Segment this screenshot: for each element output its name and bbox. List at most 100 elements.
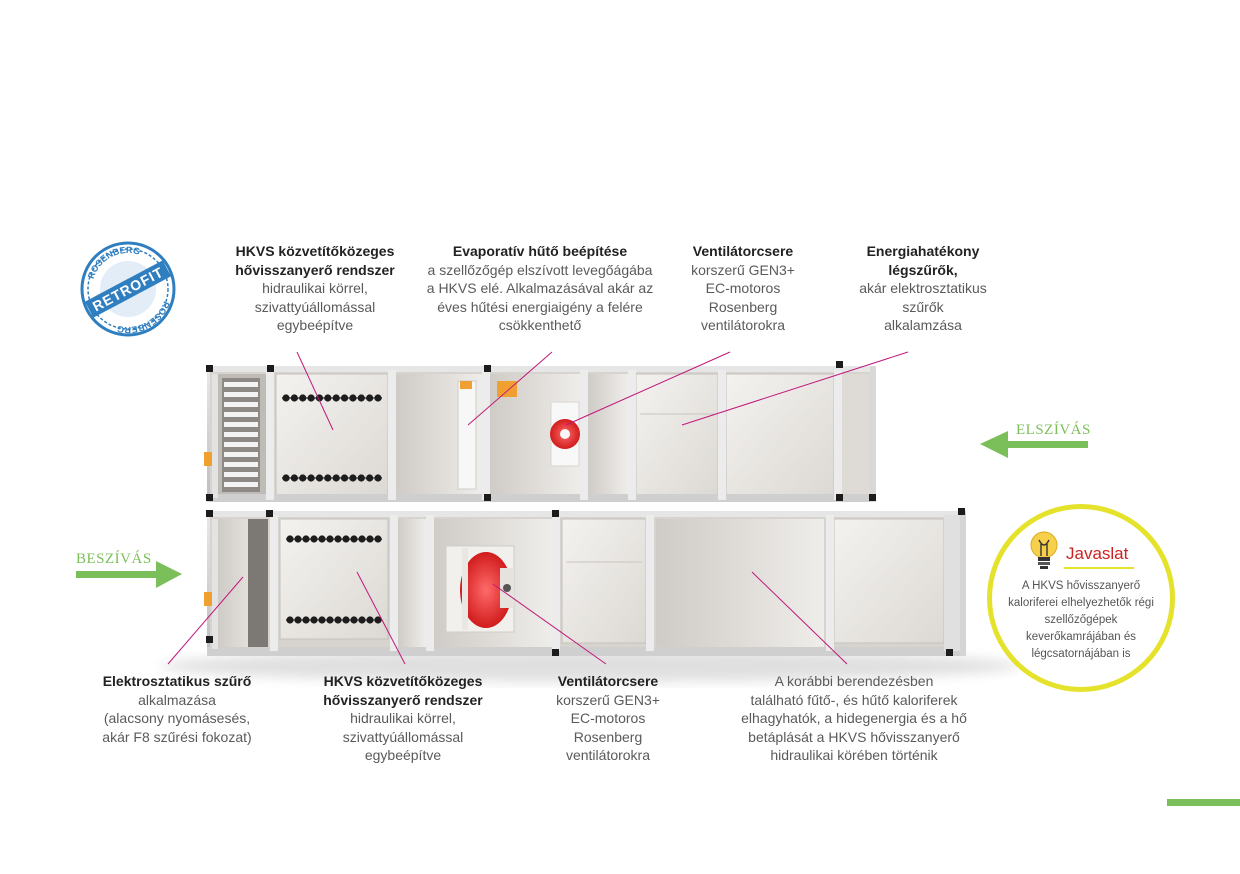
label-text-line: korszerű GEN3+	[556, 691, 660, 708]
label-text-line: alkalamzása	[884, 317, 962, 333]
coil-fitting	[286, 616, 294, 624]
upper-louver-section	[218, 374, 266, 496]
coil-fitting	[349, 474, 357, 482]
label-text-line: Rosenberg	[573, 728, 643, 745]
coil-fitting	[340, 394, 349, 402]
label-text-line: EC-motoros	[705, 280, 781, 296]
coil-fitting	[286, 535, 294, 543]
coil-fitting	[374, 474, 382, 482]
coil-fitting	[299, 474, 307, 482]
label-text-line: szivattyúállomással	[254, 298, 376, 315]
leader-fan-top	[565, 351, 731, 426]
lower-corner-brackets	[206, 508, 965, 656]
lower-electrostatic-filter	[218, 519, 268, 647]
label-text-line: A korábbi berendezésben	[774, 673, 934, 689]
louver-slat	[224, 462, 258, 467]
label-text-line: a HKVS elé. Alkalmazásával akár az	[426, 280, 654, 296]
coil-fitting	[299, 394, 307, 402]
label-text-line: korszerű GEN3+	[691, 261, 795, 278]
leader-evap	[467, 351, 553, 426]
louver-slat	[224, 382, 258, 387]
label-text-line: hidraulikai körrel,	[350, 710, 456, 726]
corner-bracket	[869, 494, 876, 501]
coil-fitting	[324, 394, 332, 402]
coil-fitting	[374, 394, 382, 402]
upper-door-latch	[204, 452, 212, 466]
arrow-left-icon	[980, 431, 1088, 458]
louver-slat	[224, 392, 258, 397]
leader-hkvs-bottom	[356, 571, 406, 665]
coil-fitting	[318, 616, 326, 624]
coil-fitting	[358, 616, 366, 624]
coil-fitting	[350, 616, 358, 624]
arrow-right-icon	[76, 561, 182, 588]
corner-bracket	[836, 361, 843, 368]
label-text-line: csökkenthető	[498, 317, 582, 333]
corner-bracket	[552, 649, 559, 656]
louver-slat	[224, 432, 258, 437]
leader-lines	[167, 351, 909, 665]
lower-fan-section	[434, 519, 552, 647]
coil-fitting	[290, 474, 298, 482]
coil-fitting	[324, 474, 332, 482]
coil-fitting	[307, 394, 315, 402]
coil-fitting	[326, 616, 334, 624]
coil-fitting	[282, 474, 290, 482]
label-title-line: Ventilátorcsere	[557, 673, 659, 689]
label-title-line: Evaporatív hűtő beépítése	[452, 243, 628, 259]
coil-fitting	[366, 394, 374, 402]
corner-accent-bar	[1167, 799, 1240, 806]
label-title-line: Ventilátorcsere	[692, 243, 794, 259]
leader-electro	[167, 576, 244, 665]
label-text-line: szivattyúállomással	[342, 728, 464, 745]
floor-shadow	[160, 650, 1020, 682]
coil-fitting	[342, 535, 350, 543]
label-text-line: a szellőzőgép elszívott levegőágába	[427, 261, 653, 278]
corner-bracket	[266, 510, 273, 517]
upper-evaporative-cooler	[396, 374, 482, 496]
corner-bracket	[206, 494, 213, 501]
corner-bracket	[484, 494, 491, 501]
coil-fitting	[374, 616, 382, 624]
coil-fitting	[366, 474, 374, 482]
label-title-line: Energiahatékony	[866, 243, 980, 259]
coil-fitting	[315, 474, 324, 482]
coil-fitting	[374, 535, 382, 543]
label-text-line: alkalmazása	[138, 691, 216, 708]
corner-bracket	[958, 508, 965, 515]
corner-bracket	[552, 510, 559, 517]
label-text-line: akár F8 szűrési fokozat)	[102, 728, 252, 745]
label-text-line: akár elektrosztatikus	[859, 280, 987, 296]
coil-fitting	[307, 474, 315, 482]
lower-unit	[204, 508, 966, 656]
coil-fitting	[342, 616, 350, 624]
label-text-line: szűrők	[902, 298, 944, 315]
label-title-line: HKVS közvetítőközeges	[235, 243, 395, 259]
label-title-line: hővisszanyerő rendszer	[323, 691, 483, 708]
label-filter-top: Energiahatékony légszűrők, akár elektroszt…	[842, 242, 1004, 335]
coil-fitting	[310, 616, 318, 624]
label-title-line: légszűrők,	[888, 261, 958, 278]
upper-unit	[204, 361, 876, 502]
coil-fitting	[340, 474, 349, 482]
label-text-line: egybeépítve	[276, 317, 354, 333]
label-text-line: hidraulikai körében történik	[770, 747, 938, 763]
corner-bracket	[267, 365, 274, 372]
coil-fitting	[332, 474, 340, 482]
corner-bracket	[206, 636, 213, 643]
coil-fitting	[310, 535, 318, 543]
label-text-line: (alacsony nyomásesés,	[103, 710, 251, 726]
intake-flow-label: BESZÍVÁS	[76, 551, 152, 567]
upper-fan-section	[490, 374, 628, 496]
coil-fitting	[332, 394, 340, 402]
louver-slat	[224, 412, 258, 417]
coil-fitting	[334, 616, 342, 624]
coil-fitting	[302, 616, 310, 624]
tip-text: A HKVS hővisszanyerő kaloriferei elhelye…	[1008, 580, 1154, 660]
leader-legacy	[751, 571, 848, 665]
